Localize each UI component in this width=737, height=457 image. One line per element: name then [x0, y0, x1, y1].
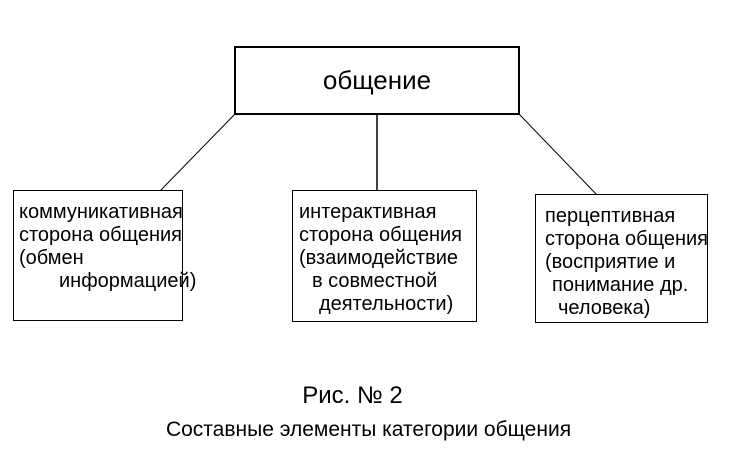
- figure-title-caption: Составные элементы категории общения: [165, 418, 572, 441]
- node-interactive-line: сторона общения: [299, 224, 463, 246]
- figure-number-caption: Рис. № 2: [302, 382, 403, 409]
- node-perceptive-line: понимание др.: [552, 274, 689, 296]
- node-interactive-line: (взаимодействие: [299, 247, 459, 269]
- node-perceptive: перцептивная сторона общения (восприятие…: [535, 194, 708, 323]
- node-interactive: интерактивная сторона общения (взаимодей…: [292, 190, 477, 322]
- node-interactive-line: интерактивная: [299, 201, 437, 223]
- node-communicative: коммуникативная сторона общения (обмен и…: [13, 190, 197, 321]
- node-communicative-line: сторона общения: [19, 224, 183, 246]
- connector-root-to-communicative: [159, 113, 236, 192]
- node-root-label: общение: [322, 65, 432, 95]
- node-perceptive-line: сторона общения: [545, 228, 709, 250]
- node-communicative-line: (обмен: [19, 247, 84, 269]
- node-perceptive-line: (восприятие и: [545, 251, 676, 273]
- node-perceptive-line: перцептивная: [545, 205, 676, 227]
- node-interactive-line: деятельности): [319, 293, 454, 315]
- connector-root-to-perceptive: [518, 113, 598, 196]
- node-root: общение: [234, 46, 520, 115]
- node-communicative-line: информацией): [59, 270, 197, 292]
- node-perceptive-line: человека): [558, 297, 651, 319]
- node-interactive-line: в совместной: [312, 270, 438, 292]
- node-communicative-line: коммуникативная: [19, 201, 183, 223]
